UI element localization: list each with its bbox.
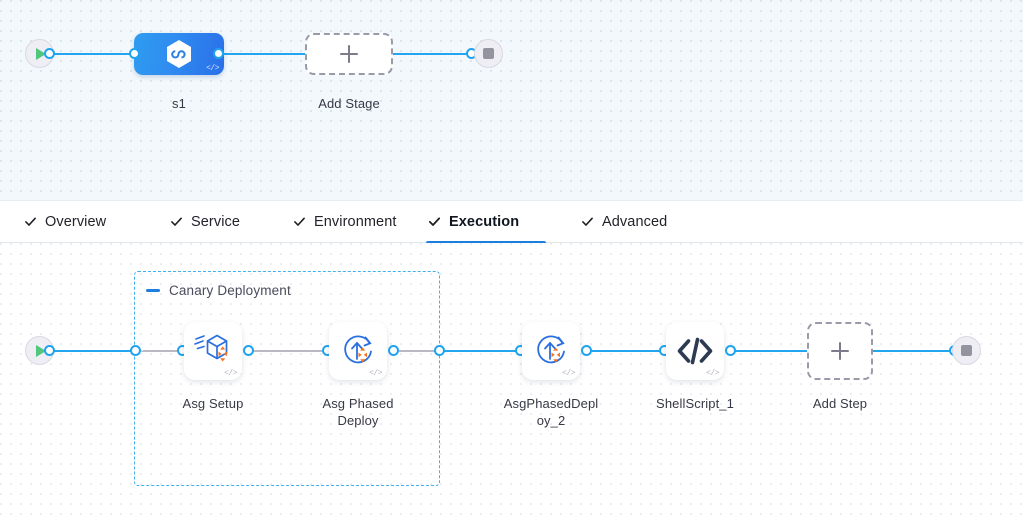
tab-service[interactable]: Service (168, 201, 242, 244)
add-stage-node[interactable] (305, 33, 393, 75)
tab-environment-label: Environment (314, 214, 397, 231)
tab-advanced[interactable]: Advanced (579, 201, 669, 244)
tab-execution[interactable]: Execution (426, 201, 546, 244)
asg-phased-deploy-2-out-connector-dot[interactable] (581, 345, 592, 356)
play-icon (36, 47, 46, 60)
plus-icon (340, 45, 358, 63)
step-label-asg-phased-deploy-2: AsgPhasedDepl oy_2 (496, 395, 606, 429)
stop-square-icon (483, 48, 494, 59)
step-card-shellscript-1[interactable]: </> (666, 322, 724, 380)
wire-asg-phased-deploy-2-to-shellscript (586, 350, 666, 352)
wire-stage-to-addstage (218, 53, 310, 55)
step-code-badge: </> (224, 369, 237, 378)
stage-start-connector-dot[interactable] (44, 48, 55, 59)
step-code-badge: </> (562, 369, 575, 378)
check-icon (582, 217, 593, 226)
add-step-node[interactable] (807, 322, 873, 380)
wire-start-to-stage (48, 53, 140, 55)
check-icon (171, 217, 182, 226)
stage-code-badge: </> (206, 64, 219, 73)
tab-execution-label: Execution (449, 214, 520, 231)
wire-start-to-group (48, 350, 138, 352)
harness-hexagon-infinity-icon (167, 40, 191, 68)
stage-config-tabbar: Overview Service Environment Execution A (0, 200, 1023, 244)
shell-script-code-icon (677, 337, 713, 365)
add-stage-label: Add Stage (318, 96, 380, 111)
wire-addstage-to-end (388, 53, 484, 55)
wire-shellscript-to-add-step (730, 350, 810, 352)
group-exit-connector-dot[interactable] (434, 345, 445, 356)
tab-overview-label: Overview (45, 214, 107, 231)
step-card-asg-phased-deploy-2[interactable]: </> (522, 322, 580, 380)
wire-add-step-to-end (872, 350, 956, 352)
check-icon (428, 217, 441, 226)
group-entry-connector-dot[interactable] (130, 345, 141, 356)
step-label-asg-phased-deploy: Asg Phased Deploy (322, 396, 394, 428)
wire-group-to-asg-phased-deploy-2 (440, 350, 522, 352)
step-code-badge: </> (706, 369, 719, 378)
minus-icon[interactable] (146, 289, 160, 292)
wire-asg-setup-to-asg-phased-deploy (248, 350, 328, 352)
tab-environment[interactable]: Environment (291, 201, 399, 244)
canary-deployment-group[interactable] (134, 271, 440, 486)
stage-label-s1: s1 (172, 96, 186, 111)
stage-end-node[interactable] (474, 39, 503, 68)
tab-service-label: Service (191, 214, 241, 231)
step-end-node[interactable] (952, 336, 981, 365)
step-label-shellscript-1: ShellScript_1 (656, 396, 734, 411)
asg-setup-out-connector-dot[interactable] (243, 345, 254, 356)
tab-advanced-label: Advanced (602, 214, 668, 231)
stage-node-s1[interactable]: </> (134, 33, 224, 75)
stage-out-connector-dot[interactable] (213, 48, 224, 59)
stop-square-icon (961, 345, 972, 356)
stage-start-node[interactable] (25, 39, 54, 68)
tab-overview[interactable]: Overview (22, 201, 108, 244)
asg-phased-deploy-icon (344, 335, 372, 364)
step-label-line-2: oy_2 (536, 413, 566, 428)
asg-setup-package-icon (194, 334, 228, 362)
wire-asg-phased-deploy-to-group-exit (393, 350, 438, 352)
execution-steps-canvas[interactable]: Canary Deployment (0, 243, 1023, 521)
pipeline-stage-canvas[interactable]: </> s1 Add Stage (0, 0, 1023, 200)
wire-group-entry-to-asg-setup (141, 350, 183, 352)
asg-phased-deploy-icon (537, 335, 565, 364)
play-icon (36, 344, 46, 357)
stage-in-connector-dot[interactable] (129, 48, 140, 59)
add-step-label: Add Step (812, 396, 868, 411)
shellscript-out-connector-dot[interactable] (725, 345, 736, 356)
check-icon (294, 217, 305, 226)
canary-deployment-group-header[interactable]: Canary Deployment (146, 283, 291, 298)
step-label-line-1: AsgPhasedDepl (503, 396, 599, 411)
step-start-connector-dot[interactable] (44, 345, 55, 356)
step-label-asg-setup: Asg Setup (182, 396, 244, 411)
canary-deployment-group-title: Canary Deployment (169, 283, 291, 298)
step-card-asg-setup[interactable]: </> (184, 322, 242, 380)
check-icon (25, 217, 36, 226)
step-card-asg-phased-deploy[interactable]: </> (329, 322, 387, 380)
asg-phased-deploy-out-connector-dot[interactable] (388, 345, 399, 356)
plus-icon (831, 342, 849, 360)
step-code-badge: </> (369, 369, 382, 378)
